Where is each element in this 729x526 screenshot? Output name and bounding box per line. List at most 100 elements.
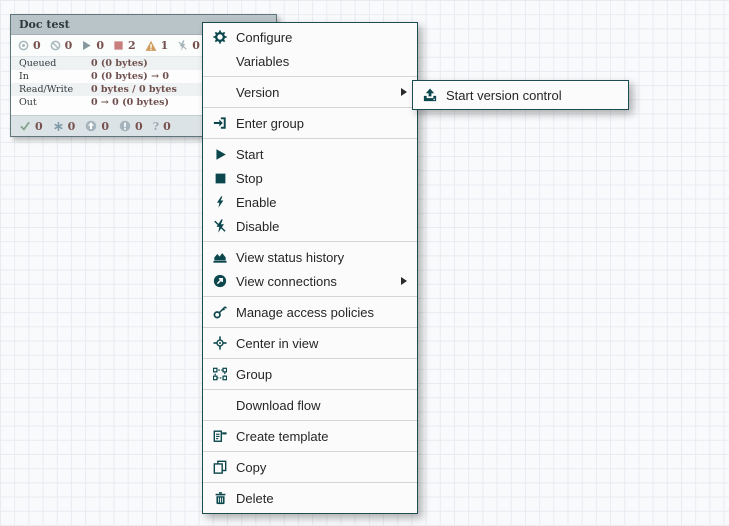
trash-icon xyxy=(212,490,228,506)
menu-item-label: Download flow xyxy=(236,397,321,413)
area-chart-icon xyxy=(212,249,228,265)
menu-item-label: Group xyxy=(236,366,273,382)
menu-item-disable[interactable]: Disable xyxy=(203,214,417,238)
sync-failure-count: 0 xyxy=(163,119,171,133)
up-to-date-count: 0 xyxy=(35,119,43,133)
gear-icon xyxy=(212,29,228,45)
menu-item-delete[interactable]: Delete xyxy=(203,486,417,510)
locally-modified-count: 0 xyxy=(67,119,76,133)
menu-item-start[interactable]: Start xyxy=(203,142,417,166)
not-transmitting-icon xyxy=(50,40,61,51)
submenu-arrow-icon xyxy=(401,277,407,285)
menu-divider xyxy=(203,296,417,297)
circle-arrow-icon xyxy=(212,273,228,289)
locally-modified-stale-icon xyxy=(119,120,131,132)
menu-divider xyxy=(203,138,417,139)
menu-divider xyxy=(203,241,417,242)
menu-item-label: Copy xyxy=(236,459,267,475)
transmitting-count: 0 xyxy=(33,39,41,52)
no-icon xyxy=(212,84,228,100)
running-count: 0 xyxy=(96,39,104,52)
crosshairs-icon xyxy=(212,335,228,351)
menu-item-view-status-history[interactable]: View status history xyxy=(203,245,417,269)
menu-item-stop[interactable]: Stop xyxy=(203,166,417,190)
menu-divider xyxy=(203,451,417,452)
menu-item-center-in-view[interactable]: Center in view xyxy=(203,331,417,355)
running-icon xyxy=(81,40,92,51)
menu-divider xyxy=(203,482,417,483)
menu-item-enter-group[interactable]: Enter group xyxy=(203,111,417,135)
menu-divider xyxy=(203,76,417,77)
menu-item-label: Delete xyxy=(236,490,274,506)
menu-item-label: Disable xyxy=(236,218,280,234)
menu-item-label: View status history xyxy=(236,249,345,265)
menu-divider xyxy=(203,107,417,108)
disabled-count: 0 xyxy=(192,39,200,52)
menu-item-label: Create template xyxy=(236,428,329,444)
sign-in-icon xyxy=(212,115,228,131)
menu-divider xyxy=(203,327,417,328)
bolt-slash-icon xyxy=(212,218,228,234)
menu-item-create-template[interactable]: Create template xyxy=(203,424,417,448)
transmitting-icon xyxy=(18,40,29,51)
up-to-date-icon xyxy=(19,120,31,132)
menu-item-label: Version xyxy=(236,84,280,100)
bolt-icon xyxy=(212,194,228,210)
menu-item-label: Start xyxy=(236,146,264,162)
template-icon xyxy=(212,428,228,444)
key-icon xyxy=(212,304,228,320)
stat-label: Queued xyxy=(19,58,57,69)
menu-item-label: View connections xyxy=(236,273,337,289)
menu-item-start-version-control[interactable]: Start version control xyxy=(413,83,628,107)
sync-failure-icon: ? xyxy=(152,119,160,133)
menu-item-label: Center in view xyxy=(236,335,319,351)
object-group-icon xyxy=(212,366,228,382)
invalid-icon xyxy=(145,40,157,52)
menu-item-variables[interactable]: Variables xyxy=(203,49,417,73)
process-group-title: Doc test xyxy=(19,18,70,31)
menu-item-configure[interactable]: Configure xyxy=(203,25,417,49)
menu-item-label: Variables xyxy=(236,53,290,69)
menu-item-label: Enter group xyxy=(236,115,304,131)
menu-item-version[interactable]: Version xyxy=(203,80,417,104)
menu-item-enable[interactable]: Enable xyxy=(203,190,417,214)
menu-item-group[interactable]: Group xyxy=(203,362,417,386)
stat-value: 0 bytes / 0 bytes xyxy=(91,84,177,95)
menu-item-label: Configure xyxy=(236,29,293,45)
stop-icon xyxy=(212,170,228,186)
not-transmitting-count: 0 xyxy=(64,39,73,52)
stat-label: Read/Write xyxy=(19,84,74,95)
stat-value: 0 (0 bytes) xyxy=(91,58,148,69)
menu-item-manage-access-policies[interactable]: Manage access policies xyxy=(203,300,417,324)
menu-item-label: Stop xyxy=(236,170,263,186)
stale-icon xyxy=(85,120,97,132)
stale-count: 0 xyxy=(101,119,109,133)
context-menu: Configure Variables Version Enter group … xyxy=(202,22,418,514)
menu-item-download-flow[interactable]: Download flow xyxy=(203,393,417,417)
menu-item-label: Start version control xyxy=(446,87,562,103)
version-submenu: Start version control xyxy=(412,80,629,110)
no-icon xyxy=(212,53,228,69)
menu-item-view-connections[interactable]: View connections xyxy=(203,269,417,293)
no-icon xyxy=(212,397,228,413)
menu-item-label: Enable xyxy=(236,194,277,210)
copy-icon xyxy=(212,459,228,475)
invalid-count: 1 xyxy=(160,39,169,52)
stopped-icon xyxy=(113,40,124,51)
disabled-icon xyxy=(177,40,188,51)
upload-icon xyxy=(422,87,438,103)
menu-item-copy[interactable]: Copy xyxy=(203,455,417,479)
menu-divider xyxy=(203,389,417,390)
stat-value: 0 (0 bytes) → 0 xyxy=(91,71,169,82)
locally-modified-stale-count: 0 xyxy=(134,119,143,133)
menu-item-label: Manage access policies xyxy=(236,304,375,320)
submenu-arrow-icon xyxy=(401,88,407,96)
stat-value: 0 → 0 (0 bytes) xyxy=(91,97,169,108)
menu-divider xyxy=(203,420,417,421)
stat-label: In xyxy=(19,71,29,82)
stat-label: Out xyxy=(19,97,37,108)
play-icon xyxy=(212,146,228,162)
stopped-count: 2 xyxy=(127,39,136,52)
locally-modified-icon xyxy=(53,121,64,132)
